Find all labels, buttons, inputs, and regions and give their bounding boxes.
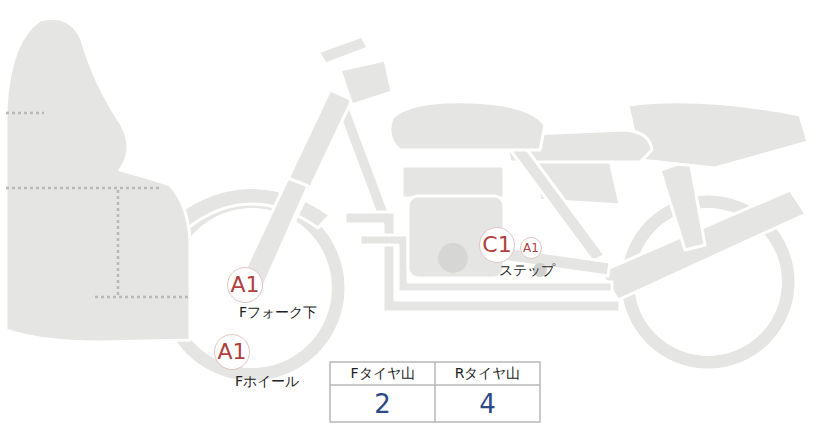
part-name: ステップ [499, 263, 555, 278]
callout-number: C1 [482, 234, 511, 256]
part-name: Fホイール [235, 374, 299, 389]
callout-circle: C1 [479, 227, 515, 263]
table-header: Fタイヤ山 [350, 366, 414, 381]
callout-number: A1 [217, 341, 246, 363]
callout-number: A1 [230, 274, 259, 296]
table-value: 2 [374, 390, 391, 419]
table-grid [330, 362, 540, 422]
callout-circle: A1 [214, 334, 250, 370]
callout-circle: A1 [227, 267, 263, 303]
table-value: 4 [479, 390, 496, 419]
table-header: Rタイヤ山 [455, 366, 521, 381]
part-name: Fフォーク下 [239, 305, 317, 320]
callout-circle: A1 [520, 237, 542, 259]
callout-number: A1 [523, 242, 539, 254]
